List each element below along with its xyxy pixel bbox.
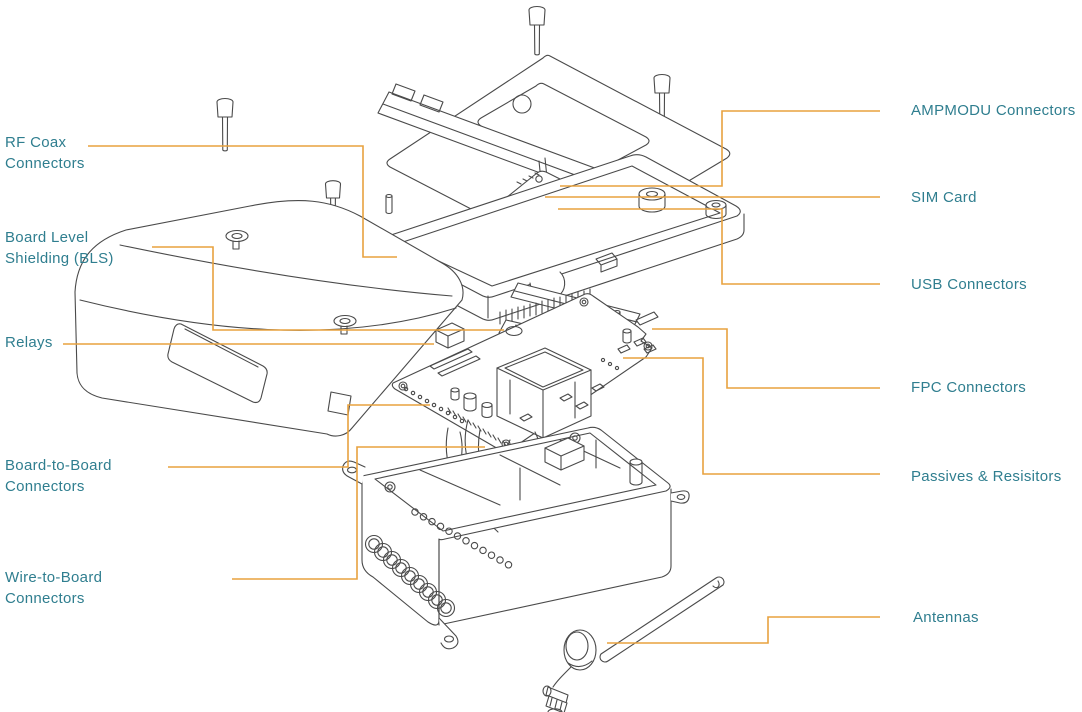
hood-screw-boss	[225, 229, 249, 250]
label-passives-resistors: Passives & Resisitors	[911, 468, 1062, 485]
leader-line-antennas	[607, 616, 880, 644]
leader-line-w2b	[232, 446, 485, 580]
fpc-connector-part	[635, 311, 659, 326]
terminal-screws	[411, 508, 513, 569]
label-relays: Relays	[5, 334, 53, 351]
main-pcb	[391, 293, 659, 453]
antenna-puck	[542, 629, 597, 712]
hood-screw-boss	[333, 314, 357, 335]
capacitor-parts	[450, 387, 493, 419]
passive-components	[600, 328, 657, 371]
label-board-to-board-connectors: Board-to-Board Connectors	[5, 457, 112, 495]
leader-line-ampmodu	[560, 110, 880, 187]
leader-line-b2b	[168, 404, 430, 468]
relay-in-base	[544, 437, 585, 471]
ampmodu-header-pins	[516, 172, 540, 185]
leader-line-passives	[623, 357, 880, 475]
leader-line-bls	[152, 246, 504, 331]
label-antennas: Antennas	[913, 609, 979, 626]
antenna-cable	[552, 666, 572, 688]
leader-line-usb	[558, 208, 880, 285]
base-enclosure	[342, 426, 690, 650]
board-to-board-pins	[403, 386, 507, 447]
label-ampmodu-connectors: AMPMODU Connectors	[911, 102, 1076, 119]
label-wire-to-board-connectors: Wire-to-Board Connectors	[5, 569, 103, 607]
transformer-part	[496, 347, 592, 439]
label-rf-coax-connectors: RF Coax Connectors	[5, 134, 85, 172]
label-fpc-connectors: FPC Connectors	[911, 379, 1027, 396]
label-usb-connectors: USB Connectors	[911, 276, 1027, 293]
antenna-rod	[599, 576, 725, 663]
antenna-sma-connector	[542, 685, 569, 712]
label-sim-card: SIM Card	[911, 189, 977, 206]
relay-part	[435, 322, 465, 349]
label-board-level-shielding: Board Level Shielding (BLS)	[5, 229, 114, 267]
terminal-block-holes	[364, 534, 456, 618]
leader-line-fpc	[652, 328, 880, 389]
plastic-hood-cover	[74, 199, 464, 437]
leader-lines	[63, 110, 880, 644]
leader-line-rf-coax	[88, 145, 397, 258]
